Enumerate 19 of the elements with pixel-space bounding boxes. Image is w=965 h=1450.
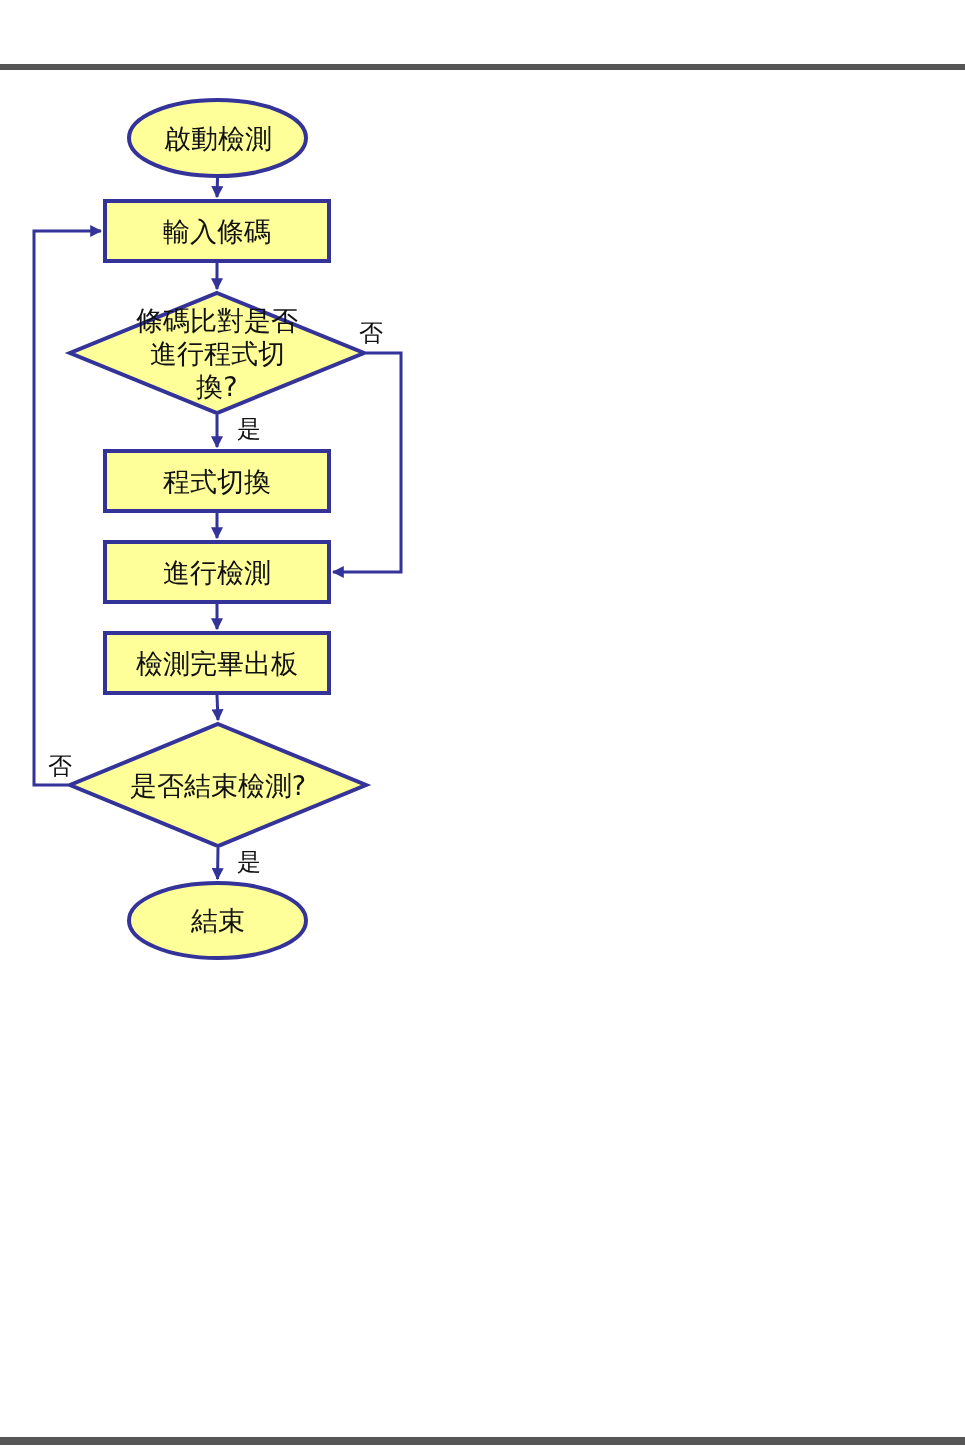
arrow bbox=[211, 604, 223, 631]
edge-label: 是 bbox=[236, 416, 262, 442]
process-box: 檢測完畢出板 bbox=[103, 631, 331, 695]
edge-label: 否 bbox=[47, 753, 73, 779]
terminal-ellipse: 啟動檢測 bbox=[127, 98, 308, 178]
arrow bbox=[211, 263, 223, 291]
process-box: 進行檢測 bbox=[103, 540, 331, 604]
arrow bbox=[211, 415, 223, 449]
terminal-ellipse: 結束 bbox=[127, 881, 308, 960]
arrow bbox=[211, 694, 224, 722]
edge-label: 是 bbox=[236, 849, 262, 875]
process-box: 輸入條碼 bbox=[103, 199, 331, 263]
arrow bbox=[211, 847, 224, 881]
process-box: 程式切換 bbox=[103, 449, 331, 513]
arrow bbox=[331, 351, 403, 578]
arrow bbox=[211, 513, 223, 540]
arrow bbox=[32, 225, 103, 787]
arrow bbox=[211, 177, 224, 199]
edge-label: 否 bbox=[358, 320, 384, 346]
